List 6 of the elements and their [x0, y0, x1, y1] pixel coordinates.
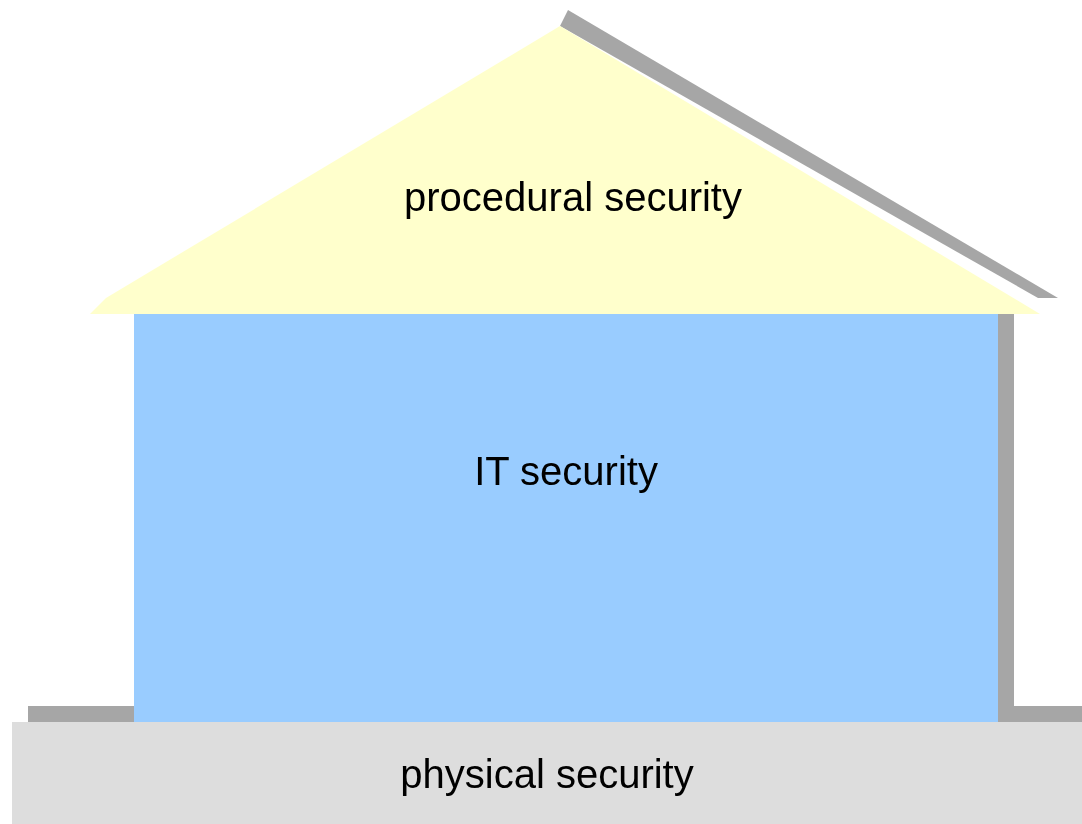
roof-triangle	[88, 10, 1058, 316]
section-label: IT security	[474, 449, 658, 494]
foundation-band	[12, 722, 1082, 824]
wall-block	[134, 314, 998, 722]
section-label: procedural security	[404, 175, 742, 220]
section-label: physical security	[400, 752, 694, 797]
